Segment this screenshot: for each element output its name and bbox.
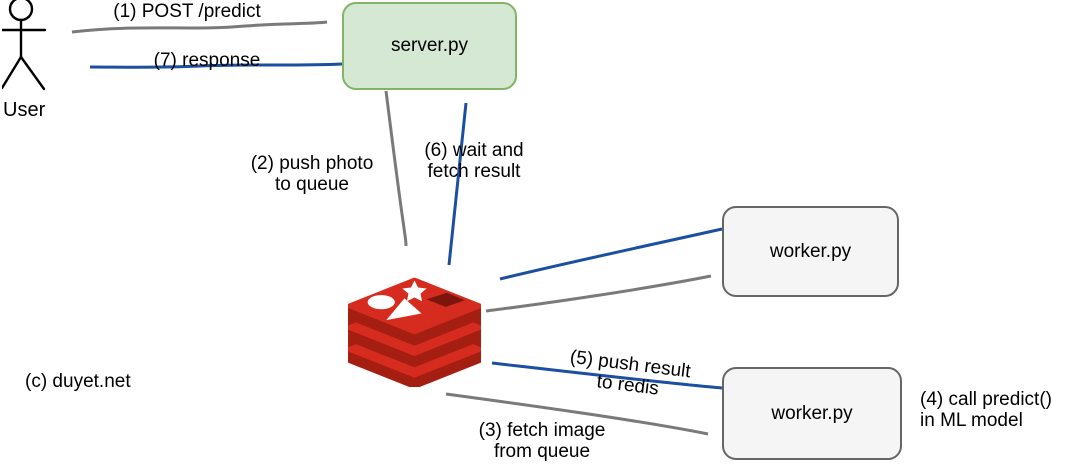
label-line-1: (6) wait and [424, 140, 524, 161]
label-line-1: (4) call predict() [920, 389, 1052, 410]
worker-bottom-node-label: worker.py [771, 402, 853, 424]
arrow-response [89, 62, 343, 69]
arrow-post-predict [71, 20, 328, 34]
user-stick-figure-icon [2, 0, 47, 91]
arrow-push-result-to-redis [491, 361, 723, 390]
arrow-fetch-image-from-queue [445, 392, 709, 436]
edge-label-push-photo: (2) push photo to queue [227, 153, 397, 195]
server-node: server.py [342, 2, 517, 90]
label-line-2: fetch result [427, 161, 521, 182]
annotation-call-predict: (4) call predict() in ML model [920, 389, 1080, 431]
label-line-2: from queue [493, 441, 591, 462]
arrow-worker-top-push-to-redis [499, 227, 723, 281]
edge-label-fetch-image: (3) fetch image from queue [457, 420, 627, 462]
label-line-2: to queue [275, 174, 349, 195]
redis-star-shape [402, 280, 427, 302]
edge-label-wait-fetch: (6) wait and fetch result [389, 140, 559, 182]
label-line-2: in ML model [920, 410, 1023, 431]
redis-circle-shape [367, 295, 395, 310]
redis-hole-shape [426, 292, 465, 307]
copyright-text: (c) duyet.net [25, 371, 131, 392]
worker-top-node-label: worker.py [769, 240, 852, 262]
arrow-redis-to-worker-top [485, 274, 712, 313]
worker-bottom-node: worker.py [722, 367, 902, 460]
redis-triangle-shape [386, 298, 422, 321]
arrow-push-photo-to-queue [384, 90, 408, 247]
redis-icon [348, 277, 481, 387]
label-line-1: (2) push photo [250, 153, 374, 174]
label-line-1: (3) fetch image [478, 420, 606, 441]
user-label: User [3, 99, 46, 121]
worker-top-node: worker.py [722, 206, 899, 297]
server-node-label: server.py [390, 35, 469, 56]
edge-label-response: (7) response [153, 50, 261, 71]
edge-label-post-predict: (1) POST /predict [113, 1, 261, 22]
arrow-wait-and-fetch-result [447, 102, 468, 266]
